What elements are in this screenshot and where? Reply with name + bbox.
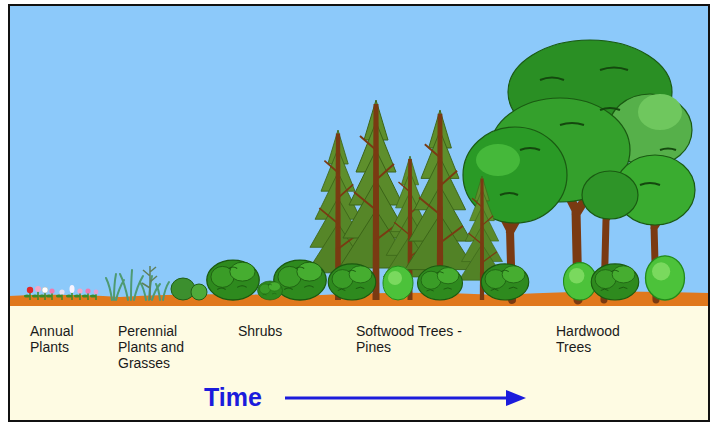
axis-label: Time [204,383,284,411]
stage-label: Shrubs [238,323,318,339]
arrow-head [506,390,526,406]
stage-label: Perennial Plants and Grasses [118,323,202,371]
time-arrow [285,397,508,400]
stage-label: Annual Plants [30,323,94,355]
stage-label: Hardwood Trees [556,323,640,355]
stage-label: Softwood Trees - Pines [356,323,466,355]
